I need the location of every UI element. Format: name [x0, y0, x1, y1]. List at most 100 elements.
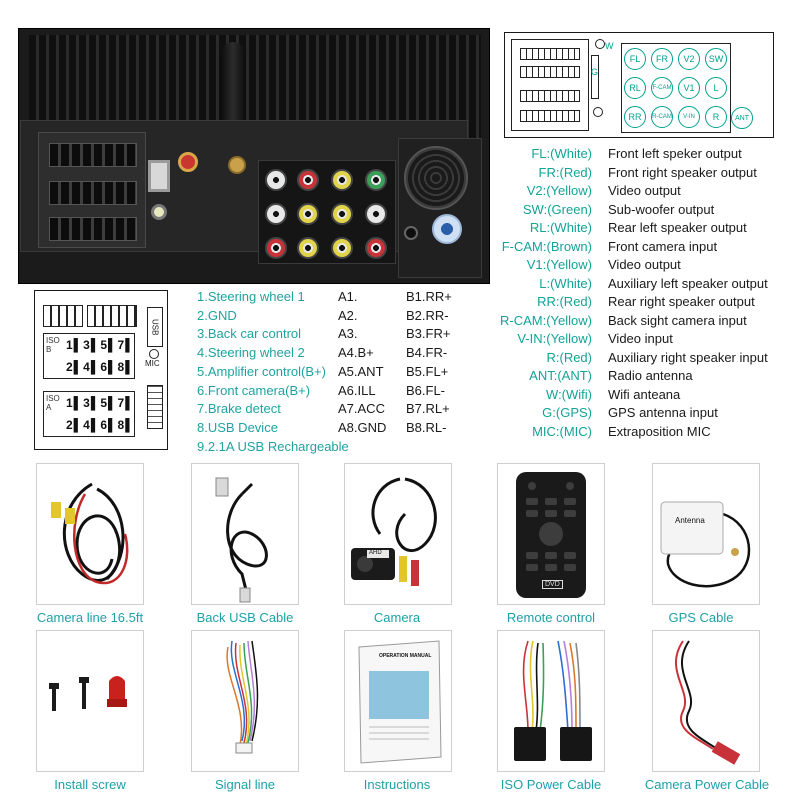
pin-b-code: B4.FR- — [406, 345, 448, 361]
camera-icon — [351, 477, 437, 586]
iso-a-box: ISO A 1▌3▌5▌7▌ 2▌4▌6▌8▌ — [43, 391, 135, 437]
wifi-port-mini — [595, 39, 605, 49]
legend-key: W:(Wifi) — [546, 386, 592, 402]
iso-a-tag: ISO A — [46, 394, 60, 412]
pin-b-code: B7.RL+ — [406, 401, 450, 417]
accessory-label: Camera line 16.5ft — [36, 610, 144, 625]
legend-key: V1:(Yellow) — [526, 257, 592, 272]
radio-antenna-port — [178, 152, 198, 172]
port-grid: FL FR V2 SW RL F-CAM V1 L RR R-CAM V-IN … — [621, 43, 731, 133]
iso-b-row-top: 1▌3▌5▌7▌ — [66, 338, 135, 352]
legend-key: L:(White) — [539, 275, 592, 291]
pin-description: 3.Back car control — [197, 326, 302, 342]
pin-description: 9.2.1A USB Rechargeable — [197, 438, 349, 454]
legend-value: Video output — [608, 257, 681, 272]
iso-socket-top — [49, 143, 137, 167]
accessory-label: ISO Power Cable — [500, 777, 602, 792]
rca-jack-red — [365, 237, 387, 259]
legend-key: ANT:(ANT) — [529, 368, 592, 383]
legend-row: RL:(White) Rear left speaker output — [500, 220, 790, 238]
legend-row: G:(GPS)GPS antenna input — [500, 405, 790, 423]
mic-tag: MIC — [145, 359, 160, 368]
rca-jack-yellow — [297, 203, 319, 225]
iso-top-slot — [43, 305, 83, 327]
legend-value: Rear left speaker output — [608, 220, 747, 235]
iso-connector-diagram: USB MIC ISO B 1▌3▌5▌7▌ 2▌4▌6▌8▌ ISO A 1▌… — [34, 290, 168, 450]
legend-row: R-CAM:(Yellow)Back sight camera input — [500, 313, 790, 331]
iso-b-row-bottom: 2▌4▌6▌8▌ — [66, 360, 135, 374]
gps-side-label: G — [591, 67, 599, 77]
legend-key: R:(Red) — [546, 349, 592, 365]
rca-jack-white — [365, 203, 387, 225]
rca-jack-green — [365, 169, 387, 191]
wifi-side-label: W — [605, 41, 614, 51]
port-diagram: W G FL FR V2 SW RL F-CAM V1 L RR R-CAM V… — [504, 32, 774, 138]
accessory-label: Signal line — [215, 777, 275, 792]
accessory-label: Camera — [373, 610, 421, 625]
accessory-back-usb — [191, 463, 299, 605]
iso-mini-diagram — [511, 39, 589, 131]
legend-value: Wifi anteana — [608, 386, 681, 402]
rca-jack-yellow — [297, 237, 319, 259]
legend-value: Video output — [608, 183, 681, 198]
usb-cable-icon — [215, 477, 268, 603]
iso-a-row-bottom: 2▌4▌6▌8▌ — [66, 418, 135, 432]
accessory-label: Install screw — [54, 777, 126, 792]
rca-panel — [258, 160, 396, 264]
accessory-label: Camera Power Cable — [644, 777, 770, 792]
gps-sticker: Antenna — [675, 516, 705, 525]
legend-row: W:(Wifi) Wifi anteana — [500, 387, 790, 405]
port-f-cam: F-CAM — [651, 77, 673, 99]
port-rr: RR — [624, 106, 646, 128]
legend-row: F-CAM:(Brown)Front camera input — [500, 239, 790, 257]
port-sw: SW — [705, 48, 727, 70]
rca-jack-red — [265, 237, 287, 259]
port-v2: V2 — [678, 48, 700, 70]
pin-b-code: B2.RR- — [406, 307, 449, 323]
legend-row: ANT:(ANT)Radio antenna — [500, 368, 790, 386]
accessory-camera-line — [36, 463, 144, 605]
legend-row: FL:(White)Front left speker output — [500, 146, 790, 164]
iso-mini-slot — [520, 90, 580, 102]
usb-tag: USB — [147, 307, 163, 347]
rca-jack-yellow — [331, 203, 353, 225]
pin-description: 2.GND — [197, 307, 237, 323]
usb-mini — [591, 55, 599, 99]
legend-row: V1:(Yellow) Video output — [500, 257, 790, 275]
iso-top-slot — [87, 305, 137, 327]
legend-key: R-CAM:(Yellow) — [500, 312, 592, 328]
mic-dot — [149, 349, 159, 359]
pin-a-code: A2. — [338, 307, 358, 323]
iso-a-row-top: 1▌3▌5▌7▌ — [66, 396, 135, 410]
pin-b-code: B3.FR+ — [406, 326, 451, 342]
legend-key: RL:(White) — [529, 220, 592, 235]
pin-b-code: B8.RL- — [406, 419, 447, 435]
port-rl: RL — [624, 77, 646, 99]
accessory-label: Back USB Cable — [196, 610, 294, 625]
legend-key: G:(GPS) — [542, 405, 592, 420]
iso-socket-bottom — [49, 217, 137, 241]
mic-hole — [404, 226, 418, 240]
gps-antenna-icon — [660, 501, 751, 588]
accessory-iso-power — [497, 630, 605, 772]
pin-a-code: A6.ILL — [338, 382, 376, 398]
port-l: L — [705, 77, 727, 99]
legend-row: R:(Red)Auxiliary right speaker input — [500, 350, 790, 368]
pin-description: 4.Steering wheel 2 — [197, 345, 305, 361]
legend-value: Front camera input — [608, 238, 718, 254]
legend-value: Front left speker output — [608, 146, 742, 161]
accessory-label: Instructions — [363, 777, 431, 792]
legend-value: Rear right speaker output — [608, 294, 755, 309]
pin-description: 7.Brake detect — [197, 401, 281, 417]
pin-a-code: A4.B+ — [338, 345, 374, 361]
port-v-in: V-IN — [678, 106, 700, 128]
pin-a-code: A8.GND — [338, 419, 387, 435]
manual-title: OPERATION MANUAL — [379, 653, 432, 659]
legend-key: RR:(Red) — [537, 294, 592, 309]
legend-row: FR:(Red)Front right speaker output — [500, 165, 790, 183]
wifi-antenna-port — [228, 156, 246, 174]
legend-value: Sub-woofer output — [608, 201, 715, 217]
port-fr: FR — [651, 48, 673, 70]
iso-b-box: ISO B 1▌3▌5▌7▌ 2▌4▌6▌8▌ — [43, 333, 135, 379]
power-cable-icon — [675, 640, 741, 765]
